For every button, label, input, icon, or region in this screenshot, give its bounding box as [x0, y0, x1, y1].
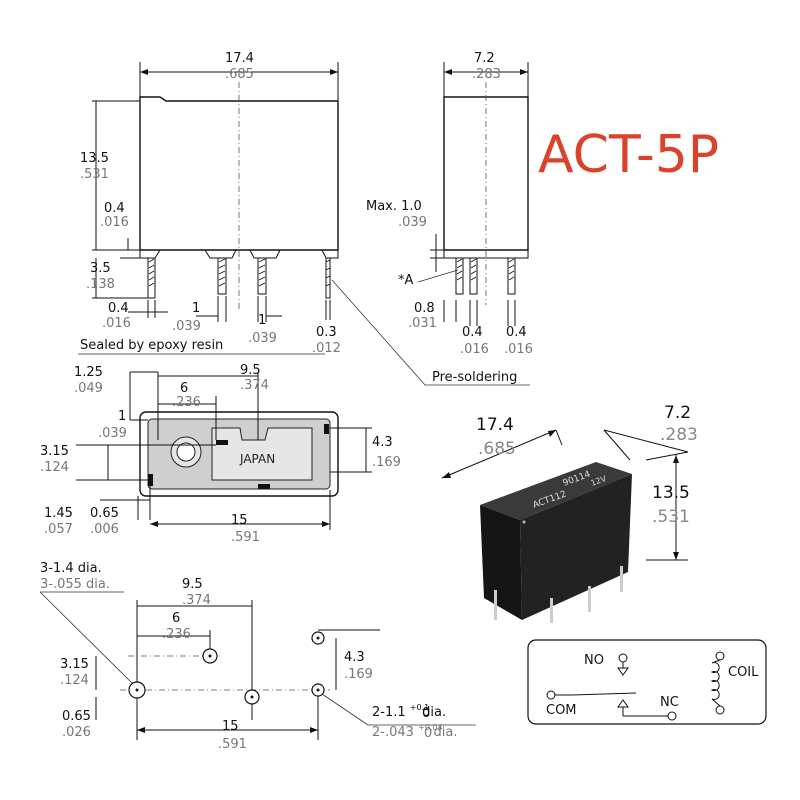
- bv-d2-mm: 9.5: [240, 363, 261, 378]
- bv-d8-mm: 0.65: [90, 506, 119, 521]
- side-width-in: .283: [472, 67, 501, 82]
- photo-depth-in: .283: [660, 425, 698, 445]
- schem-com-label: COM: [546, 703, 577, 718]
- bv-d1-mm: 1.25: [74, 365, 103, 380]
- pcb-d2-mm: 9.5: [182, 577, 203, 592]
- front-width-mm: 17.4: [225, 51, 254, 66]
- front-view: 17.4 .685 13.5 .531 0.4 .016 3.5 .138 0.…: [80, 51, 530, 386]
- presoldering-note: Pre-soldering: [432, 370, 517, 385]
- side-width-mm: 7.2: [474, 51, 495, 66]
- pcb-hole-b-in-lower-tol: 0: [424, 726, 432, 741]
- side-pin2-in: .016: [504, 342, 533, 357]
- bv-d5-mm: 3.15: [40, 444, 69, 459]
- side-gap-in: .031: [408, 316, 437, 331]
- relay-photo: 17.4 .685 7.2 .283 13.5 .531 90114 ACT11…: [441, 403, 698, 623]
- front-pin-width-in: .016: [102, 316, 131, 331]
- side-max-label: Max. 1.0: [366, 199, 422, 214]
- front-width-in: .685: [225, 67, 254, 82]
- front-height-mm: 13.5: [80, 151, 109, 166]
- pcb-hole-b-mm-lower-tol: 0: [422, 706, 430, 721]
- front-pin-length-mm: 3.5: [90, 261, 111, 276]
- pcb-d3-mm: 6: [172, 611, 180, 626]
- bv-d2-in: .374: [240, 378, 269, 393]
- bv-d6-in: .169: [372, 455, 401, 470]
- side-pin2-mm: 0.4: [506, 325, 527, 340]
- bv-d5-in: .124: [40, 460, 69, 475]
- bottom-view: JAPAN 1.25 .049 9.5 .374 6 .236 1 .039 3…: [40, 363, 401, 545]
- pcb-hole-b-in: 2-.043 +0.04 dia.: [372, 723, 457, 740]
- bv-d3-mm: 6: [180, 381, 188, 396]
- bv-d3-in: .236: [172, 395, 201, 410]
- pcb-d9-in: .591: [218, 737, 247, 752]
- schem-no-label: NO: [584, 653, 604, 668]
- pcb-d6-mm: 4.3: [344, 650, 365, 665]
- pcb-layout: 3-1.4 dia. 3-.055 dia. 9.5 .374 6 .236 3…: [39, 561, 476, 752]
- front-pin-width-mm: 0.4: [108, 301, 129, 316]
- pcb-d3-in: .236: [162, 627, 191, 642]
- schem-nc-label: NC: [660, 695, 679, 710]
- front-pin-a-in: .039: [172, 319, 201, 334]
- side-pin1-mm: 0.4: [462, 325, 483, 340]
- photo-depth-mm: 7.2: [664, 403, 691, 423]
- bv-d4-mm: 1: [118, 409, 126, 424]
- schematic: NO COM NC COIL: [527, 639, 767, 725]
- pcb-d6-in: .169: [344, 667, 373, 682]
- front-pin-b-in: .039: [248, 331, 277, 346]
- pcb-d5-in: .124: [60, 673, 89, 688]
- front-pin-length-in: .138: [86, 277, 115, 292]
- bv-d4-in: .039: [98, 426, 127, 441]
- pcb-hole-a-mm: 3-1.4 dia.: [40, 561, 102, 576]
- bv-d7-mm: 1.45: [44, 506, 73, 521]
- pcb-d5-mm: 3.15: [60, 657, 89, 672]
- pcb-d2-in: .374: [182, 593, 211, 608]
- bv-d9-in: .591: [231, 530, 260, 545]
- side-marker-a: *A: [398, 273, 414, 288]
- sealed-note: Sealed by epoxy resin: [80, 338, 223, 353]
- bv-d8-in: .006: [90, 522, 119, 537]
- bv-d7-in: .057: [44, 522, 73, 537]
- bv-d1-in: .049: [74, 381, 103, 396]
- front-pin-thickness-mm: 0.3: [316, 325, 337, 340]
- pcb-hole-a-in: 3-.055 dia.: [40, 577, 110, 592]
- front-pin-thickness-in: .012: [312, 341, 341, 356]
- japan-marking: JAPAN: [239, 452, 275, 466]
- schem-coil-label: COIL: [728, 665, 759, 680]
- bv-d6-mm: 4.3: [372, 435, 393, 450]
- photo-width-in: .685: [478, 439, 516, 459]
- pcb-d8-mm: 0.65: [62, 709, 91, 724]
- side-pin1-in: .016: [460, 342, 489, 357]
- front-standoff-mm: 0.4: [104, 201, 125, 216]
- photo-width-mm: 17.4: [476, 415, 514, 435]
- pcb-hole-b-mm: 2-1.1 +0.1 dia.: [372, 703, 446, 720]
- front-pin-b-mm: 1: [258, 313, 266, 328]
- model-title: ACT-5P: [538, 125, 719, 185]
- pcb-d9-mm: 15: [222, 719, 239, 734]
- front-standoff-in: .016: [100, 215, 129, 230]
- side-view: 7.2 .283 Max. 1.0 .039 *A 0.8 .031 0.4 .…: [366, 51, 533, 357]
- pcb-d8-in: .026: [62, 725, 91, 740]
- side-gap-mm: 0.8: [414, 301, 435, 316]
- front-pin-a-mm: 1: [192, 301, 200, 316]
- front-height-in: .531: [80, 167, 109, 182]
- photo-height-in: .531: [652, 507, 690, 527]
- side-max-in: .039: [398, 215, 427, 230]
- photo-height-mm: 13.5: [652, 483, 690, 503]
- bv-d9-mm: 15: [231, 513, 248, 528]
